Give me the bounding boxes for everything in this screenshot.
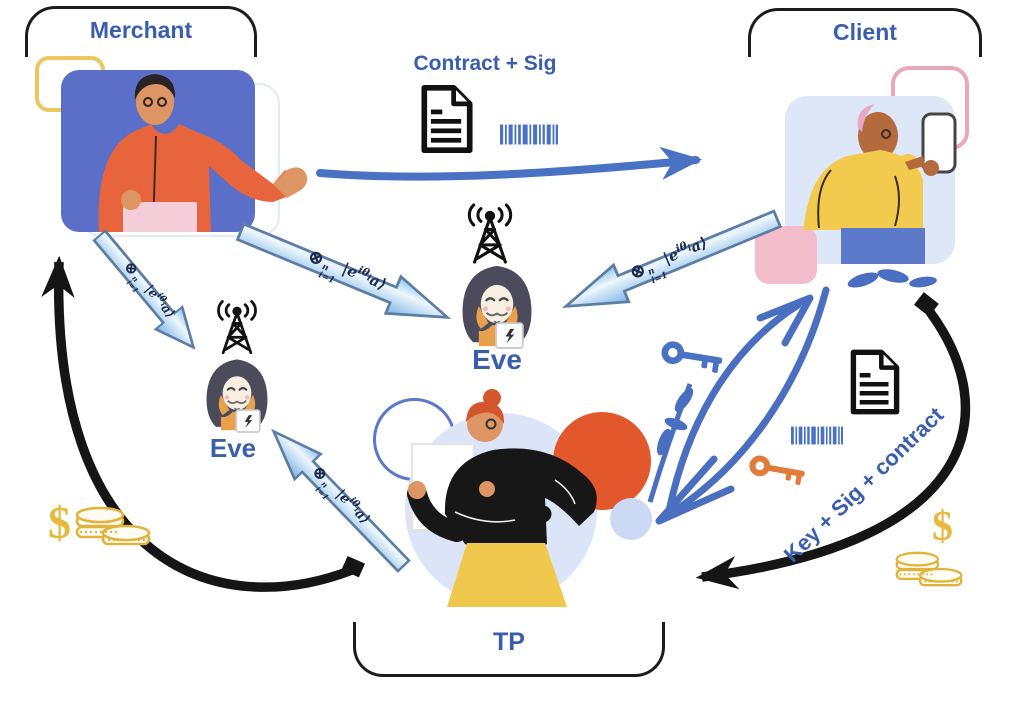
tp-label: TP: [493, 628, 525, 656]
merchant-person: [98, 74, 308, 232]
antenna-icon-center: [467, 203, 513, 264]
client-phone: [921, 112, 957, 174]
key-icon-orange: [749, 455, 805, 485]
client-illustration: [755, 66, 969, 288]
client-label: Client: [833, 19, 897, 45]
arrow-client-to-tp-payment: [695, 292, 971, 590]
tp-plant-leaves: [647, 383, 694, 503]
payment-barcode-icon: [791, 426, 843, 445]
dollar-sign-right: $: [932, 504, 953, 550]
key-icon-blue: [661, 341, 723, 373]
eve-left-figure: [206, 359, 268, 433]
eve-center-figure: [462, 265, 532, 349]
coin-stack-icon-left: [75, 506, 151, 546]
arrow-tp-to-merchant-payment: [41, 255, 365, 592]
client-person: [802, 104, 957, 264]
arrow-tp-to-client: [664, 294, 814, 520]
coin-stack-icon-right: [895, 551, 963, 587]
payment-document-icon: [850, 349, 900, 415]
tp-frame: TP: [353, 622, 665, 677]
client-frame: Client: [748, 8, 982, 57]
contract-sig-label: Contract + Sig: [413, 52, 557, 75]
merchant-frame: Merchant: [25, 6, 257, 57]
antenna-icon-left: [217, 300, 257, 355]
dollar-sign-left: $: [48, 497, 71, 548]
arrow-merchant-to-client: [316, 146, 703, 181]
arrow-client-to-tp: [655, 286, 830, 525]
document-icon: [421, 84, 473, 154]
eve-center-label: Eve: [472, 344, 522, 375]
tp-person: [407, 389, 597, 607]
eve-left-label: Eve: [209, 433, 257, 463]
barcode-icon: [500, 124, 558, 145]
client-pink-square: [755, 226, 817, 284]
client-plant-leaves: [847, 269, 937, 288]
merchant-label: Merchant: [89, 17, 193, 43]
merchant-illustration: [35, 56, 308, 237]
tp-small-circle: [610, 498, 652, 540]
